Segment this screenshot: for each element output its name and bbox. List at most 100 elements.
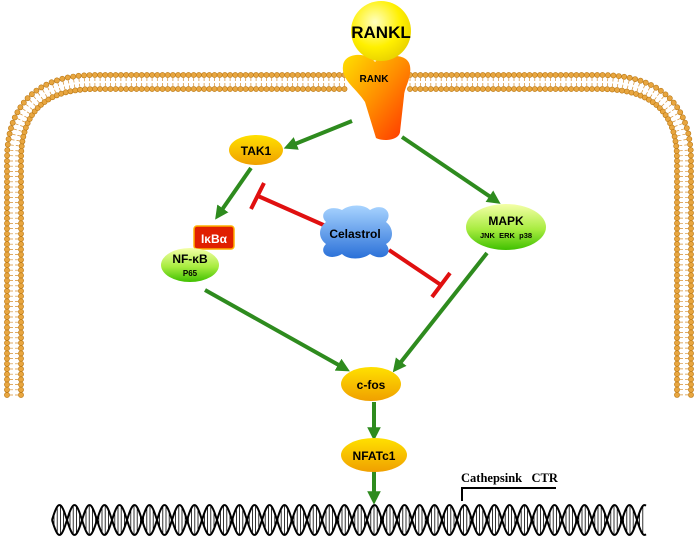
lipid-head	[688, 365, 694, 372]
lipid-head	[521, 72, 528, 78]
lipid-head	[4, 355, 10, 362]
cfos-node	[341, 367, 401, 401]
lipid-head	[674, 371, 680, 377]
lipid-head	[4, 277, 10, 284]
lipid-head	[568, 72, 575, 78]
lipid-head	[687, 141, 693, 148]
lipid-head	[4, 210, 10, 216]
lipid-head	[18, 340, 24, 346]
lipid-head	[4, 189, 10, 196]
mapk-label: MAPK	[488, 214, 524, 228]
lipid-head	[642, 79, 649, 86]
lipid-head	[164, 86, 171, 92]
lipid-head	[221, 72, 228, 78]
lipid-head	[4, 303, 10, 310]
lipid-head	[18, 173, 24, 180]
lipid-head	[159, 86, 166, 92]
lipid-head	[412, 86, 419, 92]
lipid-head	[325, 86, 332, 92]
lipid-head	[674, 313, 680, 320]
lipid-head	[18, 199, 24, 206]
lipid-tails	[409, 77, 688, 396]
lipid-head	[610, 72, 617, 79]
lipid-head	[107, 72, 114, 78]
lipid-head	[325, 72, 332, 78]
lipid-head	[4, 241, 10, 248]
lipid-head	[86, 72, 93, 78]
lipid-head	[626, 74, 633, 81]
lipid-head	[154, 86, 161, 92]
lipid-head	[594, 72, 601, 78]
lipid-head	[18, 163, 24, 170]
lipid-head	[143, 86, 150, 92]
arrow-rank-to-tak1	[283, 119, 353, 150]
lipid-head	[247, 72, 254, 78]
lipid-head	[149, 86, 155, 92]
lipid-head	[688, 246, 694, 253]
lipid-head	[112, 86, 119, 92]
lipid-head	[526, 72, 533, 78]
lipid-head	[688, 319, 694, 325]
lipid-head	[563, 72, 569, 78]
lipid-head	[133, 86, 140, 92]
lipid-head	[537, 86, 543, 92]
lipid-head	[216, 72, 223, 78]
celastrol-label: Celastrol	[329, 227, 380, 241]
lipid-head	[263, 72, 270, 78]
lipid-head	[674, 178, 680, 185]
lipid-head	[175, 72, 181, 78]
lipid-head	[164, 72, 171, 78]
lipid-head	[4, 319, 10, 326]
lipid-head	[688, 355, 694, 362]
lipid-head	[688, 298, 694, 305]
lipid-head	[412, 72, 419, 78]
lipid-head	[674, 319, 680, 325]
lipid-head	[453, 72, 460, 78]
lipid-head	[18, 381, 24, 388]
lipid-head	[674, 225, 680, 232]
lipid-head	[688, 168, 694, 175]
lipid-head	[62, 89, 69, 96]
lipid-head	[154, 72, 161, 78]
lipid-head	[273, 72, 280, 78]
lipid-head	[59, 75, 66, 82]
lipid-head	[48, 79, 55, 86]
lipid-head	[18, 256, 24, 263]
lipid-head	[18, 355, 24, 362]
lipid-head	[479, 72, 486, 78]
lipid-head	[18, 303, 24, 310]
lipid-head	[674, 376, 680, 383]
lipid-head	[688, 282, 694, 289]
lipid-head	[159, 72, 166, 78]
lipid-head	[211, 72, 218, 78]
lipid-head	[688, 241, 694, 247]
lipid-head	[685, 130, 692, 137]
lipid-head	[185, 86, 192, 92]
lipid-head	[672, 138, 679, 145]
lipid-head	[143, 72, 150, 78]
gene-bracket	[461, 487, 556, 501]
lipid-head	[185, 72, 192, 78]
lipid-head	[511, 72, 517, 78]
lipid-head	[495, 72, 502, 78]
nfkb-node	[161, 248, 219, 282]
lipid-head	[4, 324, 10, 331]
lipid-head	[4, 141, 11, 148]
lipid-head	[4, 329, 10, 336]
lipid-head	[232, 72, 239, 78]
lipid-head	[674, 220, 680, 227]
lipid-head	[4, 152, 10, 159]
lipid-head	[123, 86, 129, 92]
lipid-head	[490, 72, 497, 78]
lipid-head	[268, 72, 275, 78]
lipid-head	[18, 314, 24, 320]
lipid-head	[632, 76, 638, 82]
lipid-head	[674, 303, 680, 310]
lipid-head	[674, 324, 680, 331]
lipid-head	[237, 72, 244, 78]
lipid-head	[683, 125, 690, 132]
gene-label: Cathepsink CTR	[461, 471, 559, 485]
lipid-head	[138, 72, 145, 78]
lipid-head	[688, 157, 694, 164]
lipid-head	[24, 95, 31, 102]
